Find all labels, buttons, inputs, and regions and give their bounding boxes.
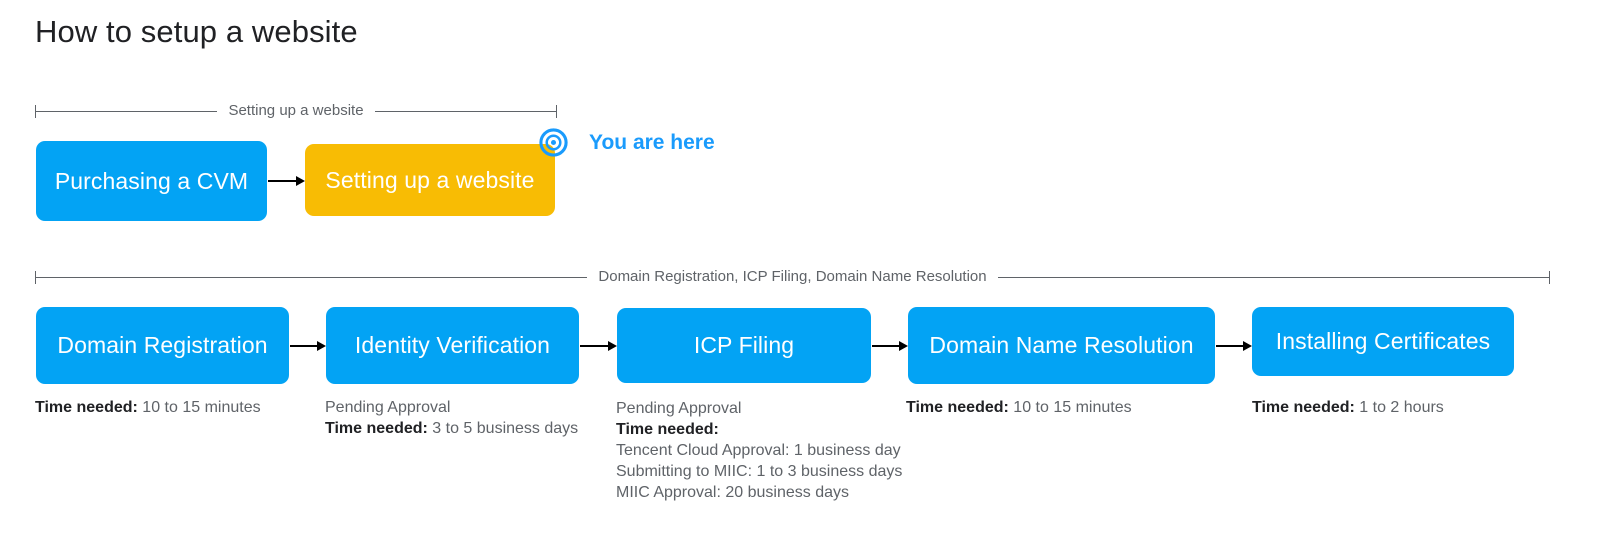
caption-time-label: Time needed:: [35, 399, 138, 416]
arrow-dns-to-certificates: [1216, 340, 1252, 352]
ruler-tick-right: [556, 104, 557, 118]
arrow-identity-to-icp: [580, 340, 617, 352]
arrow-head: [317, 341, 326, 351]
ruler-line-right: [997, 276, 1550, 278]
arrow-shaft: [1216, 345, 1243, 347]
caption-time-label: Time needed:: [325, 420, 428, 437]
caption-time-line: Time needed:: [616, 419, 902, 440]
ruler-line-left: [36, 276, 588, 278]
arrow-head: [899, 341, 908, 351]
caption-time-line: Time needed: 3 to 5 business days: [325, 418, 578, 439]
caption-detail-submitting-miic: Submitting to MIIC: 1 to 3 business days: [616, 463, 903, 480]
caption-status: Pending Approval: [325, 399, 451, 416]
ruler-line-right: [374, 110, 556, 112]
caption-time-line: Time needed: 10 to 15 minutes: [906, 397, 1132, 418]
caption-time-value: 1 to 2 hours: [1359, 399, 1444, 416]
arrow-purchasing-to-setting: [268, 175, 305, 187]
arrow-head: [1243, 341, 1252, 351]
arrow-shaft: [268, 180, 296, 182]
caption-installing-certificates: Time needed: 1 to 2 hours: [1252, 397, 1444, 418]
ruler-tick-right: [1549, 270, 1551, 284]
caption-detail-miic-approval: MIIC Approval: 20 business days: [616, 484, 850, 501]
node-installing-certificates[interactable]: Installing Certificates: [1252, 307, 1514, 376]
node-purchasing-a-cvm[interactable]: Purchasing a CVM: [36, 141, 267, 221]
node-icp-filing[interactable]: ICP Filing: [617, 308, 871, 383]
arrow-shaft: [290, 345, 317, 347]
node-domain-registration[interactable]: Domain Registration: [36, 307, 289, 384]
span-ruler-domain-icp-dns: Domain Registration, ICP Filing, Domain …: [35, 266, 1551, 288]
caption-time-line: Time needed: 10 to 15 minutes: [35, 397, 261, 418]
ruler-tick-left: [35, 270, 36, 284]
caption-identity-verification: Pending Approval Time needed: 3 to 5 bus…: [325, 397, 578, 439]
span-ruler-setting-up-website: Setting up a website: [35, 100, 557, 122]
arrow-domain-to-identity: [290, 340, 326, 352]
caption-time-value: 10 to 15 minutes: [142, 399, 261, 416]
caption-time-value: 10 to 15 minutes: [1013, 399, 1132, 416]
node-setting-up-a-website[interactable]: Setting up a website: [305, 144, 555, 216]
target-circle-icon: [539, 128, 568, 157]
caption-detail-tencent-approval: Tencent Cloud Approval: 1 business day: [616, 442, 901, 459]
ruler-label-bottom: Domain Registration, ICP Filing, Domain …: [598, 267, 987, 285]
you-are-here-label: You are here: [589, 130, 715, 154]
caption-time-label: Time needed:: [906, 399, 1009, 416]
page-title: How to setup a website: [35, 14, 358, 49]
arrow-icp-to-dns: [872, 340, 908, 352]
caption-time-value: 3 to 5 business days: [432, 420, 579, 437]
arrow-shaft: [872, 345, 899, 347]
ruler-tick-left: [35, 104, 36, 118]
ruler-line-left: [36, 110, 218, 112]
caption-status: Pending Approval: [616, 400, 742, 417]
caption-time-label: Time needed:: [616, 421, 719, 438]
caption-domain-registration: Time needed: 10 to 15 minutes: [35, 397, 261, 418]
you-are-here-marker: You are here: [538, 127, 715, 158]
ruler-label-top: Setting up a website: [228, 101, 364, 119]
arrow-head: [296, 176, 305, 186]
caption-time-label: Time needed:: [1252, 399, 1355, 416]
arrow-head: [608, 341, 617, 351]
node-domain-name-resolution[interactable]: Domain Name Resolution: [908, 307, 1215, 384]
caption-domain-name-resolution: Time needed: 10 to 15 minutes: [906, 397, 1132, 418]
arrow-shaft: [580, 345, 608, 347]
node-identity-verification[interactable]: Identity Verification: [326, 307, 579, 384]
caption-time-line: Time needed: 1 to 2 hours: [1252, 397, 1444, 418]
caption-icp-filing: Pending Approval Time needed: Tencent Cl…: [616, 398, 902, 503]
